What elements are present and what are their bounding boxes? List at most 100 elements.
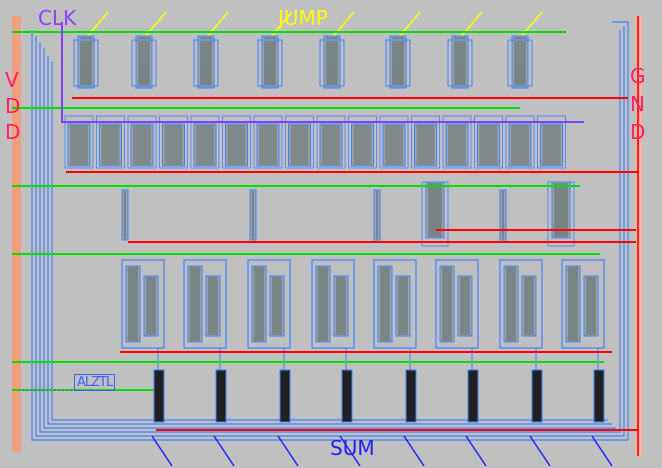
jump-line xyxy=(205,11,229,39)
row4-cell-5 xyxy=(373,259,417,349)
row1-cell-8 xyxy=(507,11,543,89)
sum-cell xyxy=(279,369,291,423)
row1-frame xyxy=(507,39,533,87)
row4-cell-1 xyxy=(121,259,165,349)
row4-frame xyxy=(435,259,479,349)
sum-output-line xyxy=(151,435,173,467)
row1-frame xyxy=(385,39,411,87)
vdd-label-d1: D xyxy=(5,94,21,118)
jump-line xyxy=(459,11,483,39)
row3-thin-box xyxy=(249,189,257,241)
row4-cell-4 xyxy=(311,259,355,349)
row2-cell-4 xyxy=(159,115,188,169)
vdd-rail xyxy=(12,16,21,452)
row2-frame xyxy=(190,115,220,169)
sum-output-line xyxy=(277,435,299,467)
sum-cell xyxy=(593,369,605,423)
row2-cell-box xyxy=(382,123,406,167)
row2-cell-16 xyxy=(537,115,566,169)
row5-cell-1 xyxy=(151,348,173,467)
row3-thin-4 xyxy=(499,189,507,241)
row4-frame xyxy=(499,259,543,349)
row2-cell-box xyxy=(288,123,311,167)
row2-cell-2 xyxy=(96,115,125,169)
logo-label: ALZTL xyxy=(74,374,116,391)
row4-frame xyxy=(561,259,605,349)
row2-frame xyxy=(379,115,409,169)
row1-cell-4 xyxy=(257,11,293,89)
vdd-label-d2: D xyxy=(5,120,21,144)
row2-cell-14 xyxy=(474,115,503,169)
sum-output-line xyxy=(403,435,425,467)
row1-frame xyxy=(193,39,219,87)
row2-frame xyxy=(316,115,346,169)
clk-line xyxy=(61,22,584,123)
row3-frame xyxy=(547,181,575,247)
jump-line xyxy=(269,11,293,39)
row2-cell-9 xyxy=(316,115,346,169)
jump-line xyxy=(331,11,355,39)
row3-thin-3 xyxy=(373,189,381,241)
row5-cell-7 xyxy=(529,348,551,467)
row5-cell-5 xyxy=(403,348,425,467)
row2-cell-box xyxy=(67,123,91,167)
row2-cell-box xyxy=(162,123,185,167)
row2-cell-8 xyxy=(285,115,314,169)
row1-cell-6 xyxy=(385,11,421,89)
row1-frame xyxy=(131,39,157,87)
row4-cell-3 xyxy=(247,259,291,349)
row2-frame xyxy=(411,115,440,169)
row2-frame xyxy=(348,115,377,169)
row1-cell-7 xyxy=(447,11,483,89)
row2-cell-box xyxy=(508,123,532,167)
row5-cell-8 xyxy=(591,348,613,467)
gnd-label-n: N xyxy=(630,92,645,116)
jump-line xyxy=(143,11,167,39)
jump-line xyxy=(519,11,543,39)
row2-cell-box xyxy=(319,123,343,167)
row5-cell-6 xyxy=(465,348,487,467)
row2-frame xyxy=(127,115,157,169)
sum-output-line xyxy=(339,435,361,467)
sum-output-line xyxy=(465,435,487,467)
row2-cell-box xyxy=(414,123,437,167)
row1-frame xyxy=(73,39,99,87)
sum-cell xyxy=(341,369,353,423)
row2-cell-5 xyxy=(190,115,220,169)
row2-frame xyxy=(253,115,283,169)
row4-cell-6 xyxy=(435,259,479,349)
wire-layer xyxy=(12,22,638,431)
row4-cell-7 xyxy=(499,259,543,349)
row2-frame xyxy=(285,115,314,169)
cell-rows xyxy=(64,11,613,467)
gnd-label-g: G xyxy=(630,64,646,88)
sum-cell xyxy=(531,369,543,423)
row1-frame xyxy=(447,39,473,87)
row2-frame xyxy=(222,115,251,169)
row2-cell-box xyxy=(193,123,217,167)
row2-cell-13 xyxy=(442,115,472,169)
row2-frame xyxy=(64,115,94,169)
row2-frame xyxy=(505,115,535,169)
sum-cell xyxy=(405,369,417,423)
row3-thin-1 xyxy=(121,189,129,241)
sum-output-line xyxy=(591,435,613,467)
sum-output-line xyxy=(213,435,235,467)
row2-cell-box xyxy=(351,123,374,167)
row2-cell-15 xyxy=(505,115,535,169)
row3-thin-2 xyxy=(249,189,257,241)
jump-label: JUMP xyxy=(278,6,328,30)
row1-cell-5 xyxy=(319,11,355,89)
row2-frame xyxy=(442,115,472,169)
row3-thin-box xyxy=(499,189,507,241)
vdd-label-v: V xyxy=(5,68,19,92)
row2-cell-6 xyxy=(222,115,251,169)
row1-frame xyxy=(257,39,283,87)
jump-line xyxy=(85,11,109,39)
row5-cell-3 xyxy=(277,348,299,467)
row3-wide-1 xyxy=(421,181,449,247)
row2-cell-1 xyxy=(64,115,94,169)
clk-label: CLK xyxy=(38,6,77,30)
